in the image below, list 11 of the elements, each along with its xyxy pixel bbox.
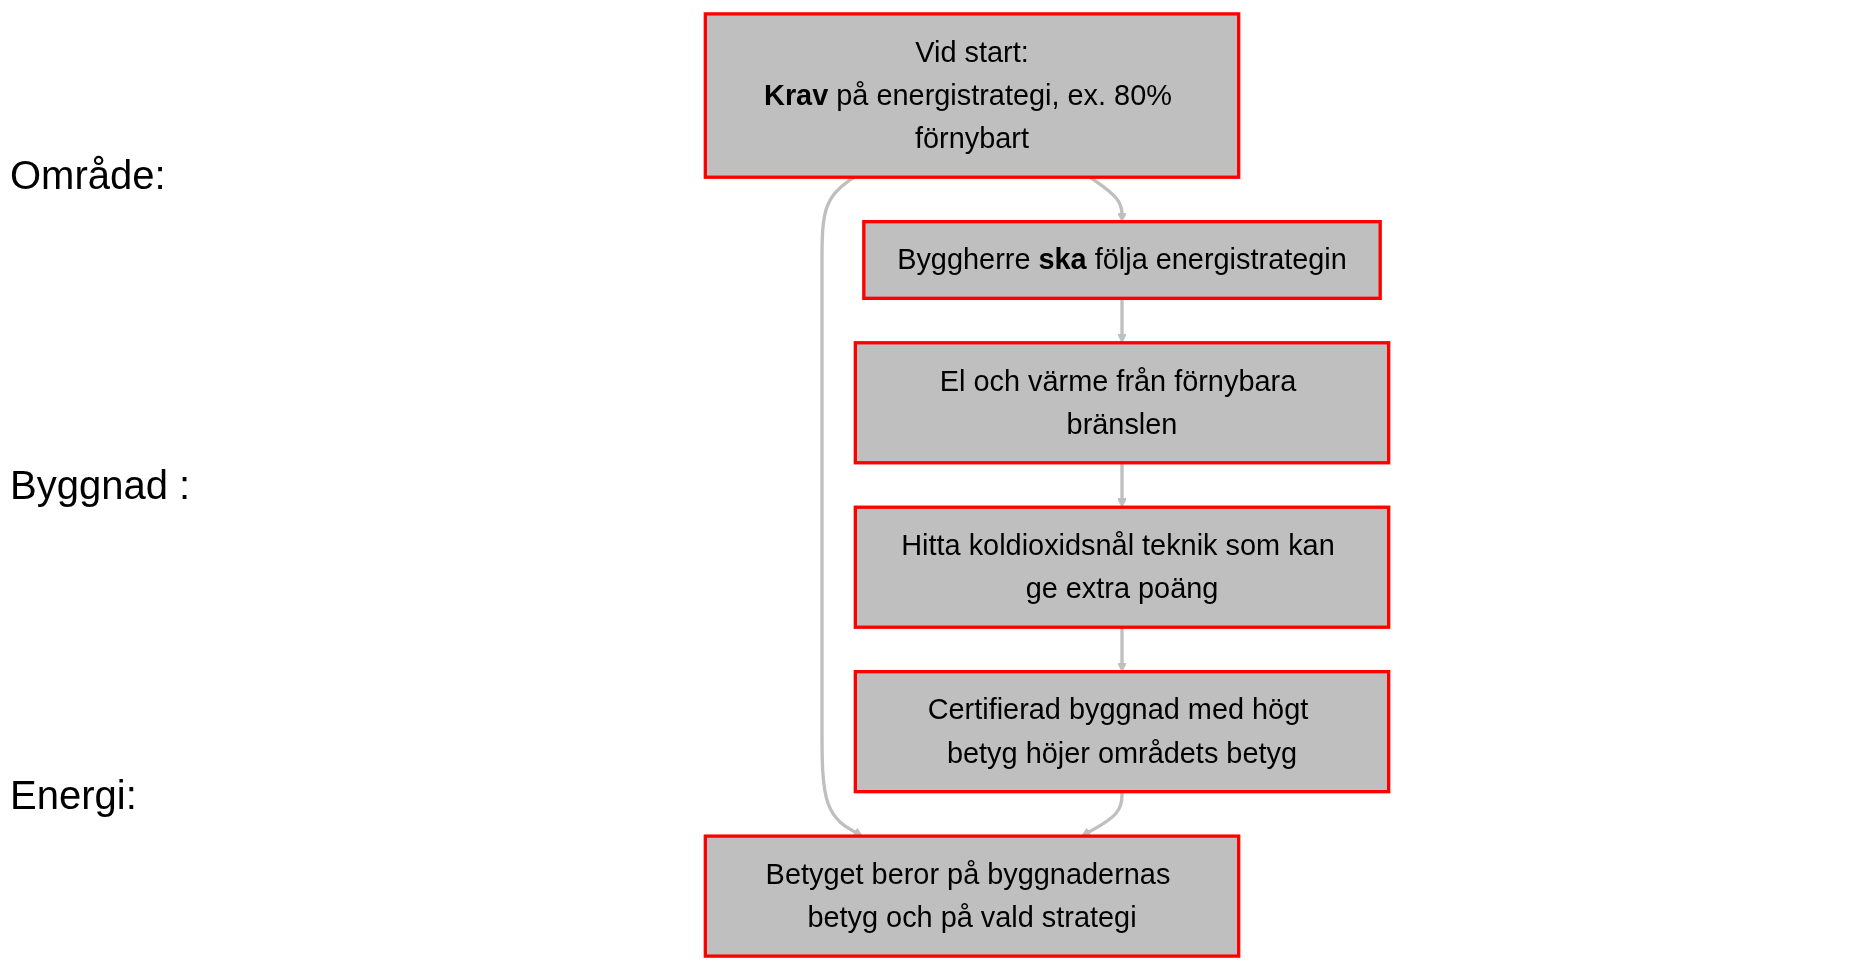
node-box: Certifierad byggnad med högt betyg höjer områdets betyg <box>853 670 1391 794</box>
arrow <box>1081 791 1124 837</box>
node-box: Hitta koldioxidsnål teknik som kan ge extra poäng <box>853 505 1391 629</box>
row-label: Område: <box>9 152 167 198</box>
node-box: Byggherre ska följa energistrategin <box>862 220 1382 300</box>
node-box: Vid start: Krav på energistrategi, ex. 80% förnybart <box>703 12 1241 179</box>
arrow <box>1117 462 1127 508</box>
row-label: Byggnad : <box>9 462 192 508</box>
node-box: El och värme från förnybara bränslen <box>853 341 1391 465</box>
node-box: Betyget beror på byggnadernas betyg och på vald strategi <box>703 834 1241 958</box>
row-label: Energi: <box>9 772 138 818</box>
